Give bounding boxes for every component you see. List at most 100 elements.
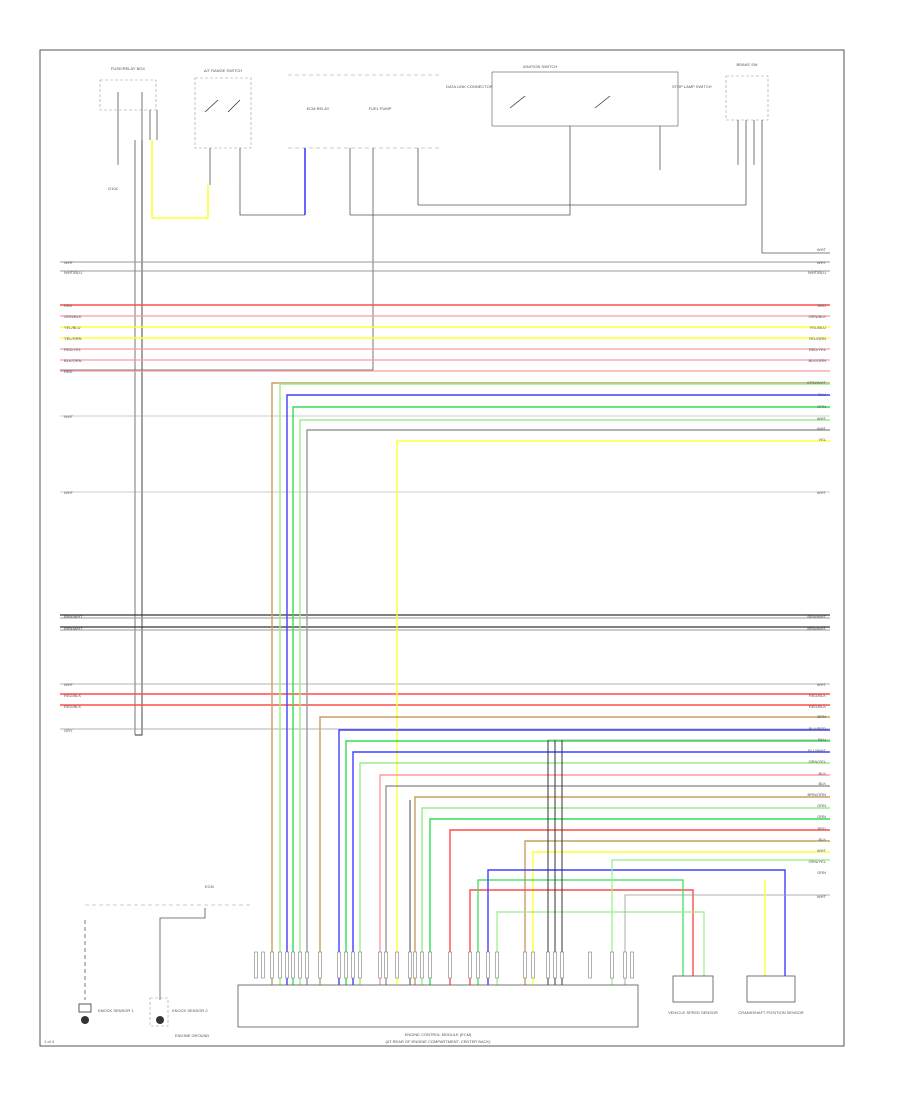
ecm-title: ENGINE CONTROL MODULE (ECM) <box>405 1032 472 1037</box>
drop-wire-7 <box>396 440 830 985</box>
right-label-8: RED/YEL <box>809 347 827 352</box>
right-label-32: RED <box>818 826 827 831</box>
knock-1-label: KNOCK SENSOR 1 <box>98 1008 134 1013</box>
right-label-24: BLU <box>818 737 826 742</box>
horizontal-buses <box>60 261 830 730</box>
right-label-13: WHT <box>817 416 827 421</box>
drop-wire-5 <box>299 419 830 985</box>
ecm-pin-31 <box>588 951 592 979</box>
right-label-27: BLK <box>818 771 826 776</box>
right-label-22: BRN <box>818 714 827 719</box>
left-bus-labels: WHT WHT/BLU RED GRN/BLK YEL/BLU YEL/GRN … <box>64 260 83 733</box>
fuse-box: FUSE/RELAY BOX G104 <box>99 66 158 191</box>
right-label-36: GRN <box>817 870 826 875</box>
right-label-30: GRN <box>817 803 826 808</box>
ecm-pin-18 <box>413 951 417 979</box>
ecm-pin-14 <box>378 951 382 979</box>
ecm-pin-29 <box>553 951 557 979</box>
right-label-29: BRN/ORN <box>808 792 827 797</box>
ecm-pin-21 <box>448 951 452 979</box>
ecm-pin-6 <box>291 951 295 979</box>
top-wire-1 <box>239 185 305 216</box>
drop-wire-18 <box>449 829 830 985</box>
left-label-4: GRN/BLK <box>64 314 82 319</box>
knock-2-label: KNOCK SENSOR 2 <box>172 1008 208 1013</box>
brake-switch: BRAKE SW <box>725 62 830 254</box>
stop-lamp-label: STOP LAMP SWITCH <box>672 84 712 89</box>
left-label-2: WHT/BLU <box>64 270 82 275</box>
drop-wire-14 <box>385 785 830 985</box>
ecm-pin-13 <box>358 951 362 979</box>
vertical-drops <box>271 382 830 985</box>
sensor-wire-2 <box>477 879 684 985</box>
right-label-31: ORN <box>817 814 826 819</box>
drop-wire-12 <box>359 762 830 985</box>
right-label-28: BLK <box>818 781 826 786</box>
drop-wire-2 <box>279 383 830 985</box>
ecm-pin-17 <box>408 951 412 979</box>
drop-wire-17 <box>429 818 830 985</box>
transmission-range-switch: A/T RANGE SWITCH <box>194 68 252 185</box>
drop-wire-3 <box>286 394 830 985</box>
ecm-relay-label: ECM RELAY <box>307 106 330 111</box>
left-label-15: RED/BLK <box>64 693 81 698</box>
drop-wire-8 <box>319 716 830 985</box>
left-label-6: YEL/GRN <box>64 336 82 341</box>
data-link-label: DATA LINK CONNECTOR <box>446 84 493 89</box>
ecm-pin-1 <box>254 951 258 979</box>
ecm-pin-22 <box>468 951 472 979</box>
ecm-pin-8 <box>305 951 309 979</box>
ecm-pin-4 <box>278 951 282 979</box>
right-label-33: BLK <box>818 837 826 842</box>
long-drop-wire <box>135 140 143 736</box>
right-label-23: BLU/RED <box>809 726 826 731</box>
ecm-pin-11 <box>344 951 348 979</box>
right-label-15: YEL <box>818 437 826 442</box>
left-label-12: BRN/WHT <box>64 614 83 619</box>
left-label-5: YEL/BLU <box>64 325 81 330</box>
ecm-pin-30 <box>560 951 564 979</box>
drop-wire-20 <box>532 851 830 985</box>
left-label-7: RED/YEL <box>64 347 82 352</box>
knock-sensor-1: KNOCK SENSOR 1 <box>78 920 134 1024</box>
right-label-5: GRN/BLK <box>808 314 826 319</box>
left-label-17: GRY <box>64 728 73 733</box>
left-label-13: BRN/WHT <box>64 626 83 631</box>
left-label-10: WHT <box>64 414 74 419</box>
drop-wire-19 <box>524 840 830 985</box>
ecm-subtitle: (AT REAR OF ENGINE COMPARTMENT, CENTER B… <box>385 1039 491 1044</box>
left-label-16: RED/BLK <box>64 704 81 709</box>
ecm-pin-7 <box>298 951 302 979</box>
ign-switch-label: IGNITION SWITCH <box>523 64 558 69</box>
sensor-wire-5 <box>611 859 830 985</box>
right-label-1: WHT <box>817 247 827 252</box>
g104-label: G104 <box>108 186 119 191</box>
ecm-pin-23 <box>476 951 480 979</box>
top-wire-2 <box>350 210 571 216</box>
ecm-pin-3 <box>270 951 274 979</box>
ecm-pin-24 <box>486 951 490 979</box>
left-label-11: WHT <box>64 490 74 495</box>
right-label-7: YEL/GRN <box>808 336 826 341</box>
right-label-14: WHT <box>817 426 827 431</box>
ecm-pin-9 <box>318 951 322 979</box>
sensor-wire-4 <box>496 911 705 985</box>
left-label-14: WHT <box>64 682 74 687</box>
right-label-16: WHT <box>817 490 827 495</box>
ecm-feed-wire <box>60 360 374 371</box>
right-label-4: RED <box>818 303 827 308</box>
right-bus-labels: WHT WHT WHT/BLU RED GRN/BLK YEL/BLU YEL/… <box>807 247 827 899</box>
right-label-10: GRN/WHT <box>807 380 827 385</box>
page-tag: 1 of 4 <box>44 1039 55 1044</box>
ignition-switch: IGNITION SWITCH STOP LAMP SWITCH <box>491 64 712 210</box>
drop-wire-16 <box>421 807 830 985</box>
right-label-2: WHT <box>817 260 827 265</box>
right-label-19: WHT <box>817 682 827 687</box>
right-label-3: WHT/BLU <box>808 270 826 275</box>
fuse-box-label: FUSE/RELAY BOX <box>111 66 145 71</box>
ecm-ground-label: ECM <box>205 884 214 889</box>
right-label-17: BRN/WHT <box>807 614 826 619</box>
ecm-pin-33 <box>623 951 627 979</box>
ecm-pin-12 <box>351 951 355 979</box>
